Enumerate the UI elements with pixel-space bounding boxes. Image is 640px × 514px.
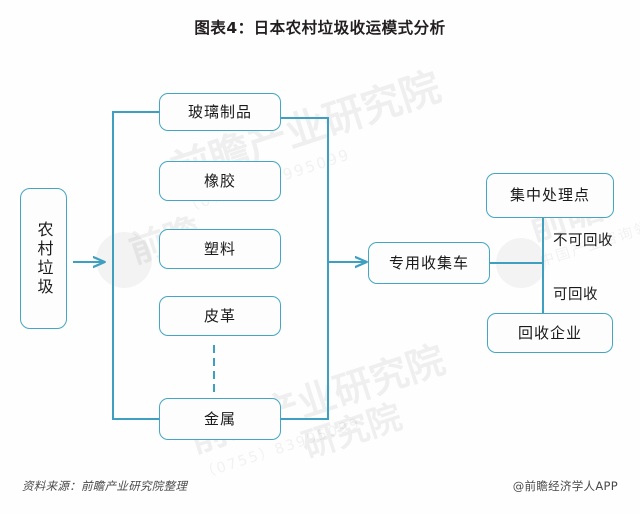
node-waste-metal-label: 金属 [203,409,236,428]
node-waste-metal[interactable]: 金属 [159,398,281,440]
node-waste-plastic-label: 塑料 [203,239,236,258]
edge-label-recyclable: 可回收 [553,287,598,303]
node-transport-collection-vehicle[interactable]: 专用收集车 [368,242,490,284]
chart-title: 图表4：日本农村垃圾收运模式分析 [194,19,446,37]
node-central-treatment-point[interactable]: 集中处理点 [486,173,614,218]
node-transport-label: 专用收集车 [388,253,469,272]
node-waste-glass[interactable]: 玻璃制品 [159,93,281,131]
edge-label-non-recyclable: 不可回收 [553,233,613,249]
attribution: @前瞻经济学人APP [512,479,618,493]
node-waste-rubber-label: 橡胶 [203,171,236,190]
node-source-rural-waste[interactable]: 农村垃圾 [20,188,67,329]
node-central-treatment-label: 集中处理点 [509,186,590,205]
node-recycling-company[interactable]: 回收企业 [487,313,613,353]
node-waste-glass-label: 玻璃制品 [187,102,252,121]
node-source-label: 农村垃圾 [34,220,54,297]
node-waste-plastic[interactable]: 塑料 [159,229,281,269]
node-waste-leather[interactable]: 皮革 [159,296,281,336]
node-waste-rubber[interactable]: 橡胶 [159,161,281,201]
node-recycling-company-label: 回收企业 [517,323,582,342]
source-note: 资料来源：前瞻产业研究院整理 [22,479,188,493]
node-waste-leather-label: 皮革 [203,306,236,325]
